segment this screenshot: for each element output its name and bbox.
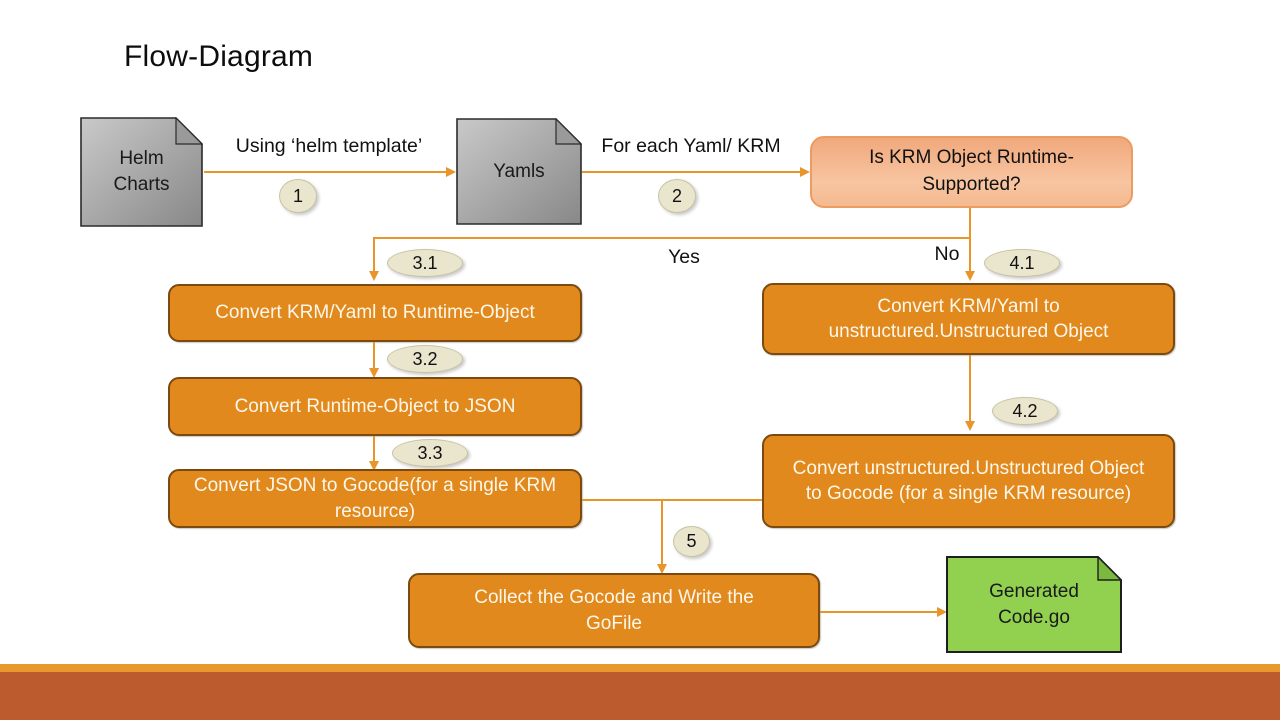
connector-right-1 — [969, 355, 971, 421]
node-convert-unstructured: Convert KRM/Yaml to unstructured.Unstruc… — [762, 283, 1175, 355]
connector-merge-drop — [661, 499, 663, 564]
connector-branch-horizontal — [373, 237, 971, 239]
node-label: Collect the Gocode and Write the GoFile — [474, 587, 754, 634]
node-json-to-gocode: Convert JSON to Gocode(for a single KRM … — [168, 469, 582, 528]
arrowhead-down-icon — [964, 421, 975, 431]
step-badge-3-3: 3.3 — [392, 439, 468, 467]
node-helm-charts: Helm Charts — [80, 116, 204, 227]
node-label: Generated Code.go — [989, 580, 1079, 628]
edge-label-no: No — [934, 243, 960, 265]
arrowhead-right-icon — [446, 166, 456, 177]
node-runtime-to-json: Convert Runtime-Object to JSON — [168, 377, 582, 436]
edge-label-yes: Yes — [668, 246, 700, 268]
document-shape-icon — [456, 117, 583, 225]
node-label: Convert JSON to Gocode(for a single KRM … — [193, 475, 557, 522]
connector-left-1 — [373, 342, 375, 368]
connector-merge-horizontal — [582, 499, 762, 501]
step-badge-1: 1 — [279, 179, 317, 213]
arrowhead-down-icon — [964, 271, 975, 281]
page-title: Flow-Diagram — [124, 40, 314, 73]
node-yamls: Yamls — [456, 117, 583, 225]
connector-helm-yamls — [204, 171, 446, 173]
connector-decision-yes-drop — [373, 237, 375, 271]
arrowhead-down-icon — [368, 461, 379, 471]
arrowhead-down-icon — [656, 564, 667, 574]
node-unstructured-to-gocode: Convert unstructured.Unstructured Object… — [762, 434, 1175, 528]
node-decision-runtime-supported: Is KRM Object Runtime-Supported? — [810, 136, 1133, 208]
footer-accent-strip — [0, 664, 1280, 672]
node-label: Convert KRM/Yaml to Runtime-Object — [215, 302, 535, 324]
node-label: Is KRM Object Runtime-Supported? — [869, 147, 1074, 195]
node-label: Helm Charts — [113, 148, 170, 195]
node-label: Convert Runtime-Object to JSON — [234, 395, 516, 417]
step-badge-3-2: 3.2 — [387, 345, 463, 373]
arrowhead-right-icon — [800, 166, 810, 177]
connector-yamls-decision — [582, 171, 800, 173]
arrowhead-down-icon — [368, 271, 379, 281]
document-shape-icon — [946, 555, 1123, 653]
edge-label-using-helm-template: Using ‘helm template’ — [235, 135, 423, 157]
arrowhead-down-icon — [368, 368, 379, 378]
node-convert-krm-runtime: Convert KRM/Yaml to Runtime-Object — [168, 284, 582, 342]
step-badge-3-1: 3.1 — [387, 249, 463, 277]
node-generated-code: Generated Code.go — [946, 555, 1123, 653]
step-badge-4-1: 4.1 — [984, 249, 1060, 277]
step-badge-4-2: 4.2 — [992, 397, 1058, 425]
document-shape-icon — [80, 116, 204, 227]
connector-left-2 — [373, 436, 375, 461]
footer-bar — [0, 672, 1280, 720]
node-collect-gocode: Collect the Gocode and Write the GoFile — [408, 573, 820, 648]
arrowhead-right-icon — [937, 606, 947, 617]
step-badge-5: 5 — [673, 526, 710, 557]
step-badge-2: 2 — [658, 179, 696, 213]
node-label: Yamls — [493, 160, 545, 182]
connector-collect-generated — [820, 611, 937, 613]
edge-label-for-each-yaml: For each Yaml/ KRM — [601, 135, 781, 157]
node-label: Convert unstructured.Unstructured Object… — [792, 457, 1145, 504]
connector-decision-no-drop — [969, 208, 971, 271]
node-label: Convert KRM/Yaml to unstructured.Unstruc… — [828, 295, 1109, 342]
